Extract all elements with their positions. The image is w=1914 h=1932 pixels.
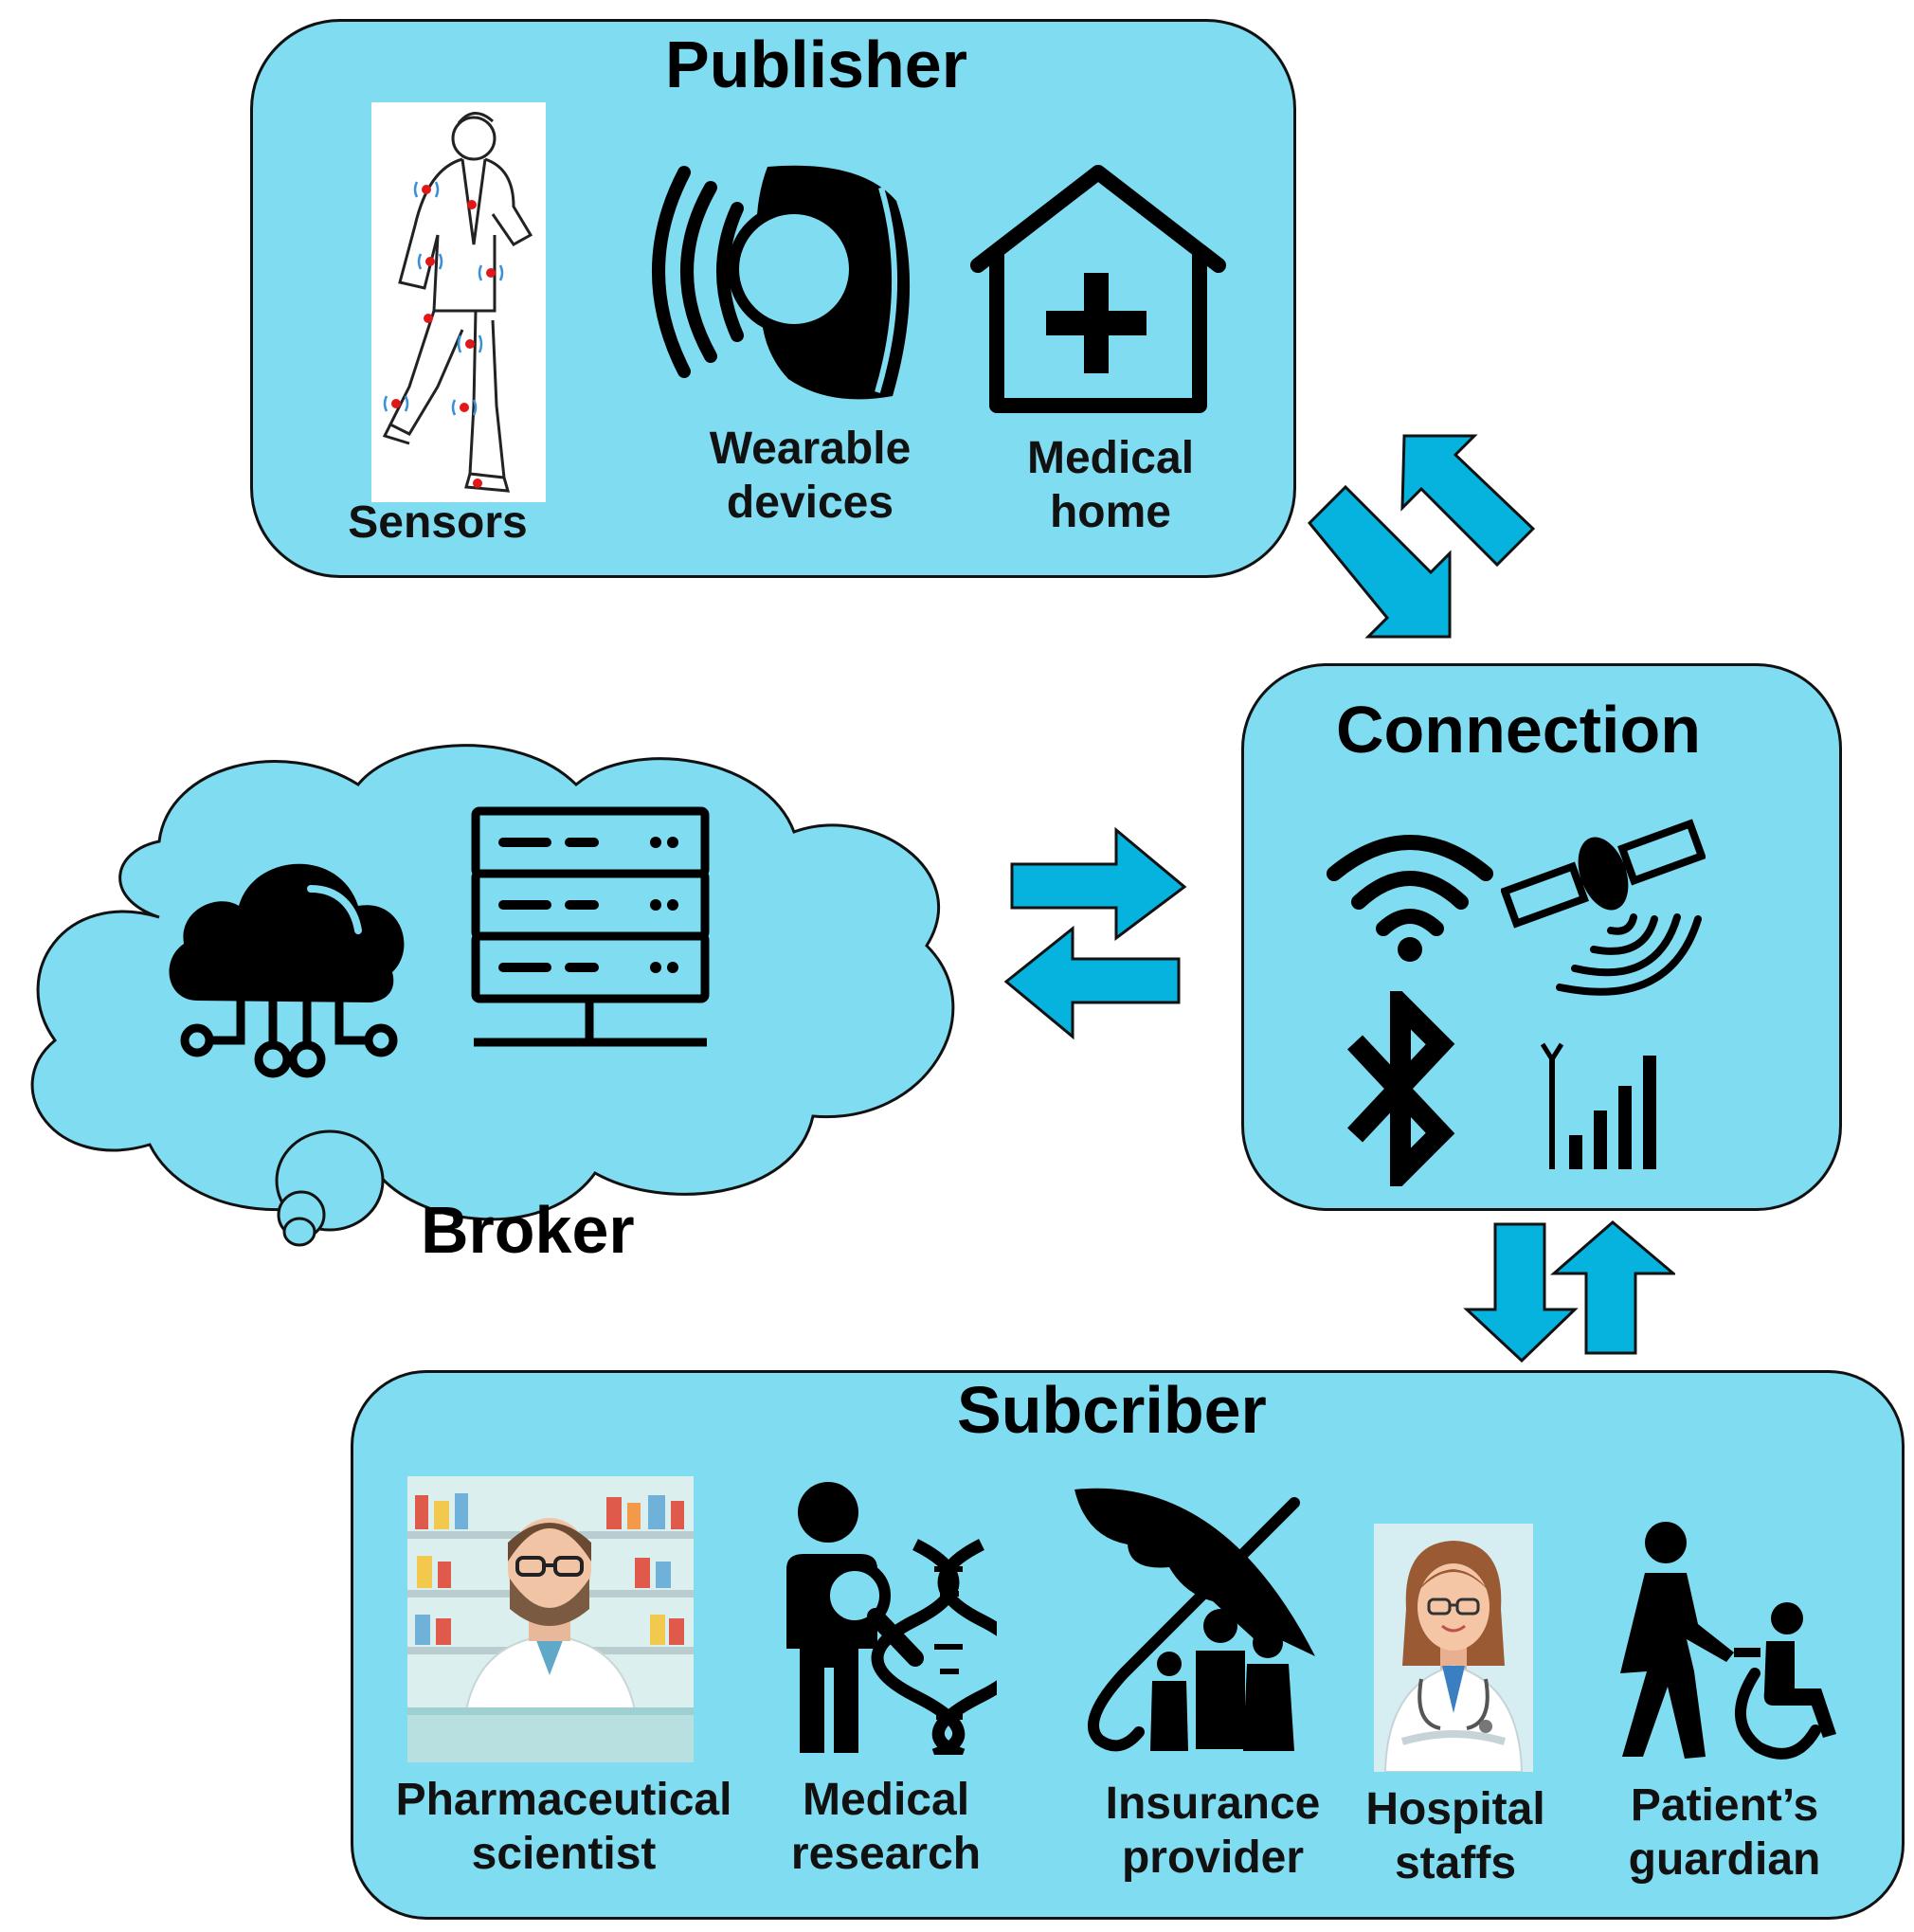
cloud-network-icon xyxy=(159,840,411,1088)
medical-home-label: Medical home xyxy=(1026,433,1195,537)
doctor-icon xyxy=(1374,1524,1533,1772)
pharmacist-icon xyxy=(407,1476,694,1762)
medical-home-icon xyxy=(970,163,1226,415)
patients-guardian-label: Patient’s guardian xyxy=(1628,1780,1821,1885)
connection-panel xyxy=(1241,663,1842,1211)
arrows-connection-subscriber xyxy=(1463,1220,1675,1363)
arrows-broker-connection xyxy=(999,822,1188,1044)
cellular-signal-icon xyxy=(1541,1040,1673,1171)
wearable-watch-icon xyxy=(644,159,919,407)
arrows-publisher-connection xyxy=(1308,426,1535,644)
umbrella-family-icon xyxy=(1071,1484,1321,1755)
insurance-provider-label: Insurance provider xyxy=(1105,1779,1321,1883)
guardian-wheelchair-icon xyxy=(1592,1520,1848,1762)
broker-cloud-shape xyxy=(17,728,974,1258)
medical-research-label: Medical research xyxy=(790,1775,982,1879)
satellite-icon xyxy=(1501,807,1706,1006)
wifi-icon xyxy=(1325,826,1495,965)
publisher-title: Publisher xyxy=(665,27,967,101)
jogging-person-sensors-icon xyxy=(371,102,546,502)
bluetooth-icon xyxy=(1342,991,1467,1186)
pharmaceutical-scientist-label: Pharmaceutical scientist xyxy=(395,1775,732,1879)
subscriber-title: Subcriber xyxy=(957,1373,1267,1447)
sensors-label: Sensors xyxy=(348,497,528,548)
broker-title: Broker xyxy=(421,1193,635,1267)
connection-title: Connection xyxy=(1336,693,1701,767)
server-rack-icon xyxy=(470,805,711,1054)
dna-research-icon xyxy=(773,1478,997,1755)
hospital-staffs-label: Hospital staffs xyxy=(1365,1784,1545,1888)
wearable-devices-label: Wearable devices xyxy=(709,424,912,528)
